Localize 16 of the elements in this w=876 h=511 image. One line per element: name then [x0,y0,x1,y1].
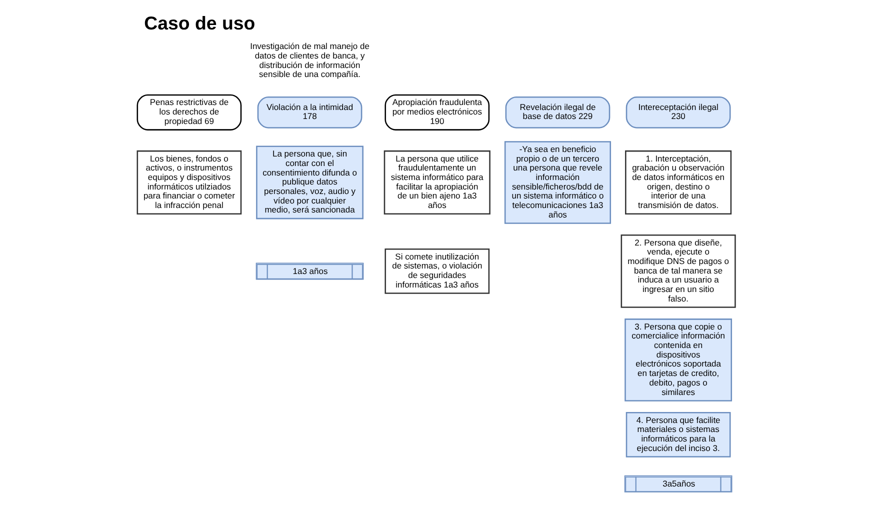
node-box: Intereceptación ilegal 230 [626,96,731,128]
node-box: 3. Persona que copie o comercialice información contenida en dispositivos electrónicos soportada en tarjetas de credito, debito, pagos o similares [624,318,732,402]
node-box: La persona que, sin contar con el consentimiento difunda o publique datos personales, voz, audio y vídeo por cualquier medio, será sancionada [256,146,364,220]
label: Investigación de mal manejo de datos de clientes de banca, y distribución de información sensible de una compañía. [250,41,370,80]
node-box: Violación a la intimidad 178 [257,96,362,128]
node-box: Si comete inutilización de sistemas, o violación de seguridades informáticas 1a3 años [384,248,490,294]
node-box: Penas restrictivas de los derechos de propiedad 69 [136,94,242,130]
node-box: Apropiación fraudulenta por medios electrónicos 190 [384,94,490,130]
node-box: 1. Interceptación, grabación u observación de datos informáticos en origen, destino o interior de una transmisión de datos. [625,150,732,215]
diagram-title: Caso de uso [144,12,256,34]
node-box: Los bienes, fondos o activos, o instrumentos equipos y dispositivos informáticos utilziados para financiar o cometer la infracción penal [136,150,242,215]
node-box: -Ya sea en beneficio propio o de un tercero una persona que revele información sensible/ficheros/bdd de un sistema informático o telecomunicaciones 1a3 años [504,141,612,224]
node-box: Revelación ilegal de base de datos 229 [505,96,610,128]
node-box: 2. Persona que diseñe, venda, ejecute o modifique DNS de pagos o banca de tal manera se induca a un usuario a ingresar en un sitio falso. [620,234,736,308]
node-box: La persona que utilice fraudulentamente un sistema informático para facilitar la apropiación de un bien ajeno 1a3 años [384,150,490,215]
node-box: 4. Persona que facilite materiales o sistemas informáticos para la ejecución del inciso 3. [626,412,731,458]
